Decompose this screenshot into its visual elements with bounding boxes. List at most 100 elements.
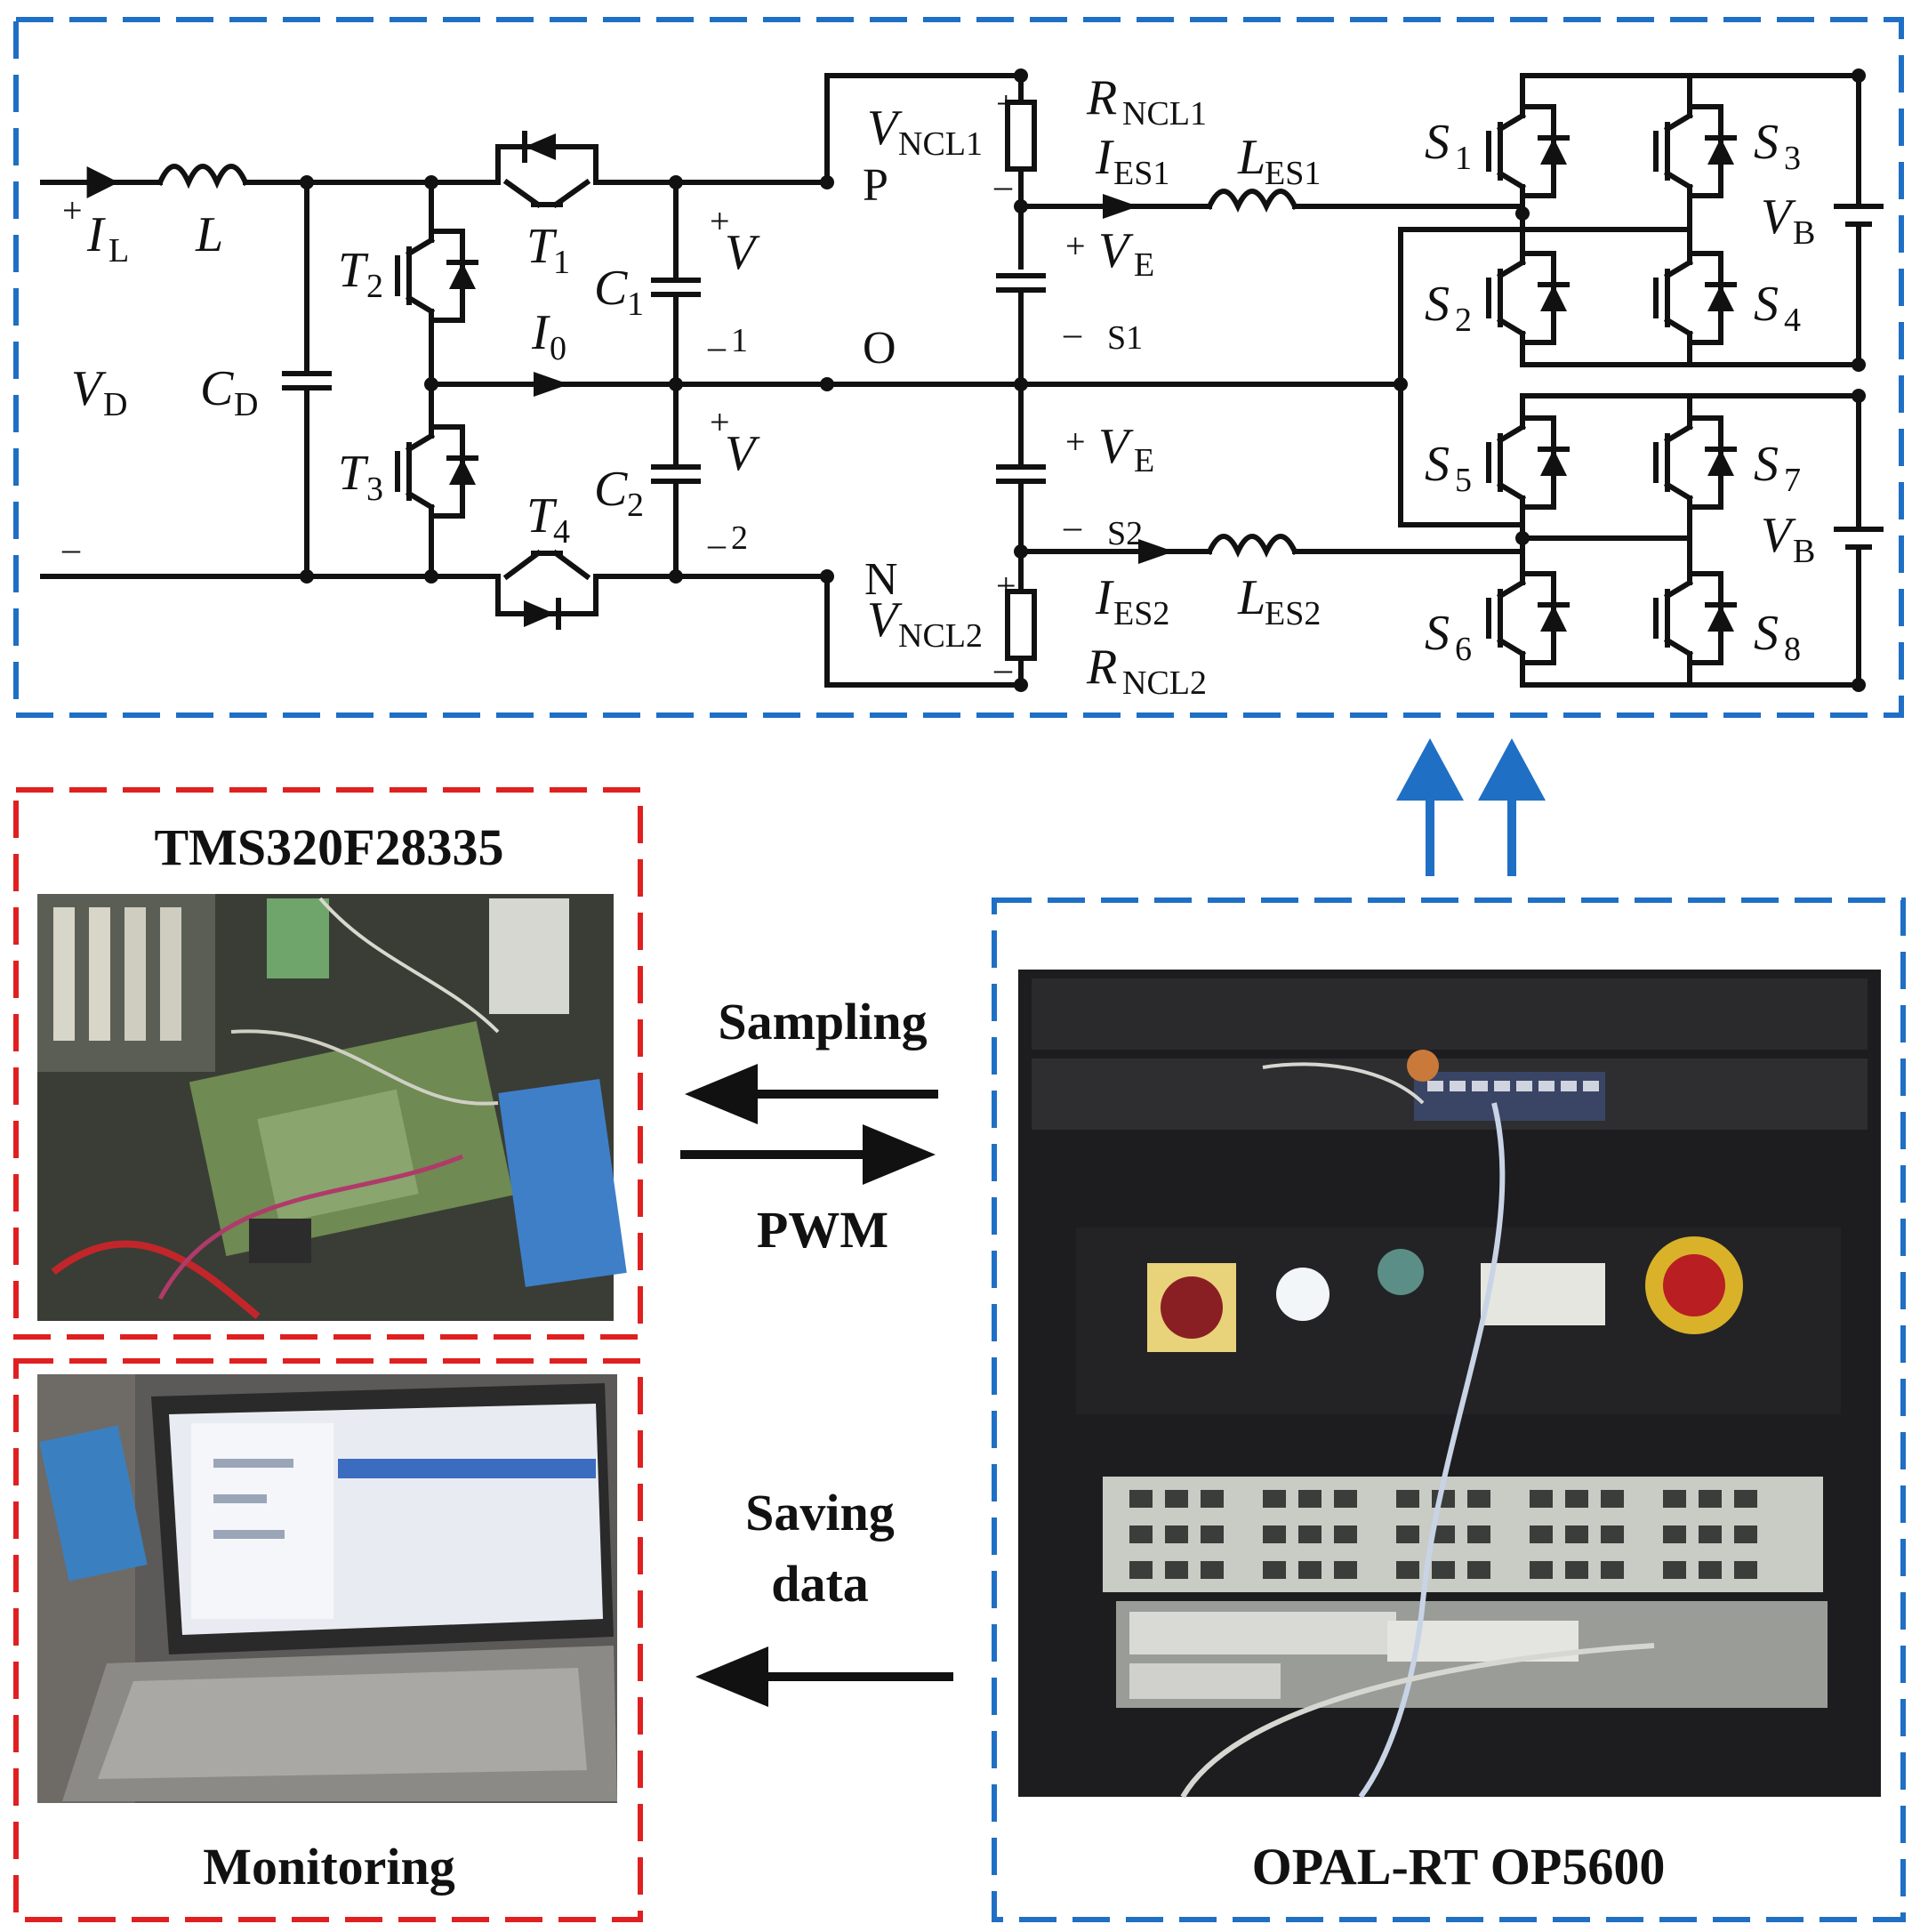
les1-subscript: ES1 bbox=[1265, 155, 1321, 192]
s2-subscript: 2 bbox=[1455, 302, 1472, 339]
il-sign: + bbox=[62, 190, 83, 230]
ves2-plus: + bbox=[1065, 422, 1086, 462]
s4-subscript: 4 bbox=[1784, 302, 1801, 339]
ies1-subscript: ES1 bbox=[1113, 155, 1169, 192]
ves2-minus: – bbox=[1063, 506, 1082, 546]
ves1-plus: + bbox=[1065, 226, 1086, 266]
circuit-schematic bbox=[40, 68, 1884, 692]
rncl1-subscript: NCL1 bbox=[1122, 95, 1207, 133]
vncl1-minus: – bbox=[993, 165, 1013, 205]
s5-subscript: 5 bbox=[1455, 462, 1472, 499]
vb1-symbol: V bbox=[1761, 189, 1796, 245]
vncl2-subscript: NCL2 bbox=[898, 617, 983, 655]
circuit-frame bbox=[13, 17, 1904, 718]
sampling-arrow bbox=[685, 1064, 938, 1124]
v1-plus: + bbox=[710, 201, 730, 241]
rncl1-symbol: R bbox=[1086, 70, 1117, 125]
t3-symbol: T bbox=[338, 446, 369, 501]
opal-rt-rack-photo bbox=[1018, 970, 1881, 1799]
monitoring-frame bbox=[13, 1358, 643, 1922]
s7-symbol: S bbox=[1754, 437, 1779, 492]
control-arrows-up bbox=[1396, 738, 1546, 876]
t2-symbol: T bbox=[338, 243, 369, 298]
les1-symbol: L bbox=[1237, 130, 1265, 185]
cd-subscript: D bbox=[234, 386, 258, 423]
les2-subscript: ES2 bbox=[1265, 595, 1321, 632]
ves2-subscript2: S2 bbox=[1107, 515, 1143, 552]
vncl1-symbol: V bbox=[867, 101, 903, 156]
monitoring-title: Monitoring bbox=[203, 1838, 455, 1896]
s1-symbol: S bbox=[1425, 115, 1450, 170]
vb2-subscript: B bbox=[1793, 533, 1815, 570]
t4-subscript: 4 bbox=[553, 513, 570, 551]
s3-subscript: 3 bbox=[1784, 140, 1801, 177]
s6-symbol: S bbox=[1425, 606, 1450, 661]
c1-subscript: 1 bbox=[627, 286, 644, 323]
vncl2-minus: – bbox=[993, 648, 1013, 688]
s1-subscript: 1 bbox=[1455, 140, 1472, 177]
dsp-board-photo bbox=[37, 894, 627, 1321]
c1-symbol: C bbox=[594, 261, 628, 316]
monitoring-laptop-photo bbox=[37, 1374, 617, 1803]
s4-symbol: S bbox=[1754, 277, 1779, 332]
t1-symbol: T bbox=[526, 219, 558, 274]
node-n-label: N bbox=[864, 554, 898, 605]
s8-symbol: S bbox=[1754, 606, 1779, 661]
s8-subscript: 8 bbox=[1784, 631, 1801, 668]
node-p-label: P bbox=[863, 160, 888, 211]
vd-symbol: V bbox=[71, 361, 107, 416]
v2-minus: – bbox=[707, 524, 727, 564]
c2-symbol: C bbox=[594, 462, 628, 517]
l-label: L bbox=[195, 207, 223, 262]
saving-label-line1: Saving bbox=[745, 1484, 895, 1542]
s3-symbol: S bbox=[1754, 115, 1779, 170]
c2-subscript: 2 bbox=[627, 487, 644, 524]
ves1-subscript2: S1 bbox=[1107, 319, 1143, 357]
s2-symbol: S bbox=[1425, 277, 1450, 332]
saving-label-line2: data bbox=[771, 1555, 869, 1613]
ves1-symbol: V bbox=[1098, 223, 1134, 278]
ves2-subscript: E bbox=[1134, 442, 1154, 479]
il-subscript: L bbox=[108, 232, 129, 270]
t4-symbol: T bbox=[526, 488, 558, 543]
v2-subscript: 2 bbox=[731, 519, 748, 557]
v2-symbol: V bbox=[725, 426, 760, 481]
opal-title: OPAL-RT OP5600 bbox=[1252, 1838, 1666, 1896]
vb1-subscript: B bbox=[1793, 214, 1815, 252]
saving-data-arrow bbox=[695, 1646, 953, 1707]
v1-subscript: 1 bbox=[731, 322, 748, 359]
i0-symbol: I bbox=[531, 305, 550, 360]
vncl2-symbol: V bbox=[867, 592, 903, 648]
dsp-title: TMS320F28335 bbox=[154, 818, 503, 876]
les2-symbol: L bbox=[1237, 570, 1265, 625]
ies2-subscript: ES2 bbox=[1113, 595, 1169, 632]
circuit-labels: + I L L V D C D – T 1 T 2 T 3 T 4 C 1 C … bbox=[61, 70, 1815, 702]
s7-subscript: 7 bbox=[1784, 462, 1801, 499]
vd-subscript: D bbox=[103, 386, 127, 423]
ves1-subscript: E bbox=[1134, 246, 1154, 284]
v1-symbol: V bbox=[725, 225, 760, 280]
ies1-symbol: I bbox=[1095, 130, 1114, 185]
ves1-minus: – bbox=[1063, 313, 1082, 353]
pwm-arrow bbox=[680, 1124, 936, 1185]
pwm-label: PWM bbox=[757, 1201, 888, 1259]
vb2-symbol: V bbox=[1761, 508, 1796, 563]
s5-symbol: S bbox=[1425, 437, 1450, 492]
v1-minus: – bbox=[707, 326, 727, 366]
ies2-symbol: I bbox=[1095, 570, 1114, 625]
node-o-label: O bbox=[863, 323, 896, 374]
t1-subscript: 1 bbox=[553, 244, 570, 281]
sampling-label: Sampling bbox=[718, 993, 927, 1051]
rncl2-subscript: NCL2 bbox=[1122, 664, 1207, 702]
t2-subscript: 2 bbox=[366, 268, 383, 305]
i0-subscript: 0 bbox=[550, 330, 566, 367]
opal-frame bbox=[992, 898, 1906, 1922]
cd-symbol: C bbox=[200, 361, 234, 416]
vncl1-subscript: NCL1 bbox=[898, 125, 983, 163]
vncl1-plus: + bbox=[996, 84, 1016, 124]
vncl2-plus: + bbox=[996, 566, 1016, 606]
vd-minus: – bbox=[61, 528, 81, 568]
il-symbol: I bbox=[86, 207, 106, 262]
patch-panel-ports bbox=[1129, 1490, 1757, 1579]
